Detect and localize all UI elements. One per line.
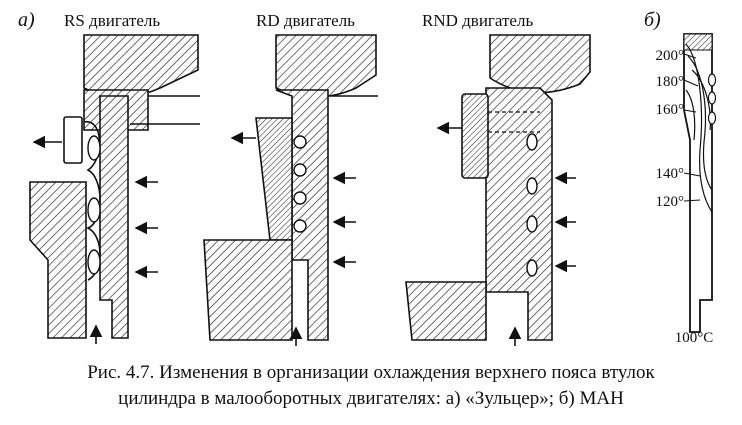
temperature-label-100: 100°С xyxy=(675,330,714,346)
part-b-label: б) xyxy=(644,9,661,31)
engine-label-rd: RD двигатель xyxy=(256,11,355,30)
temperature-label-140: 140° xyxy=(656,166,685,182)
figure-caption-line-2: цилиндра в малооборотных двигателях: а) … xyxy=(118,388,624,409)
rs-engine-section xyxy=(29,34,200,344)
part-a-label: а) xyxy=(18,9,35,31)
engine-label-rnd: RND двигатель xyxy=(422,11,533,30)
temperature-label-160: 160° xyxy=(656,102,685,118)
rd-engine-section xyxy=(203,34,378,346)
man-liner-section xyxy=(683,33,717,333)
temperature-label-180: 180° xyxy=(656,74,685,90)
rnd-engine-section xyxy=(405,34,591,346)
temperature-label-120: 120° xyxy=(656,194,685,210)
engine-label-rs: RS двигатель xyxy=(64,11,160,30)
figure-caption-line-1: Рис. 4.7. Изменения в организации охлажд… xyxy=(87,362,655,383)
temperature-label-200: 200° xyxy=(656,48,685,64)
